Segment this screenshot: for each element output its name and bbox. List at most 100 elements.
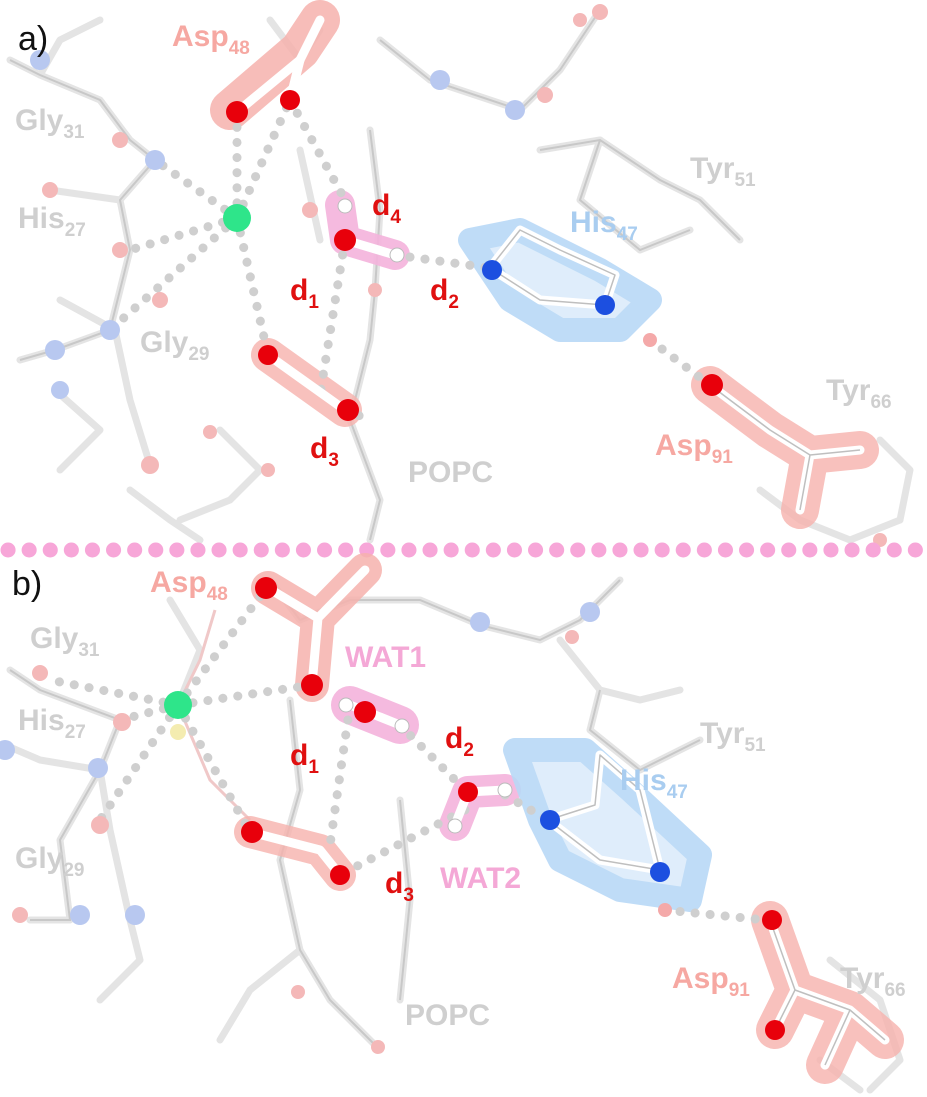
oxygen-atom-faint: [658, 903, 672, 917]
oxygen-atom-faint: [565, 630, 579, 644]
label-tyr51: Tyr51: [690, 152, 756, 191]
label-gly31: Gly31: [30, 622, 100, 661]
oxygen-atom: [458, 782, 478, 802]
oxygen-atom-faint: [12, 907, 28, 923]
nitrogen-atom-faint: [51, 381, 69, 399]
nitrogen-atom-faint: [505, 100, 525, 120]
distance-label-d1: d1: [290, 739, 319, 778]
oxygen-atom-faint: [371, 1040, 385, 1054]
oxygen-atom: [765, 1020, 785, 1040]
label-popc: POPC: [408, 456, 493, 489]
oxygen-atom-faint: [203, 425, 217, 439]
label-asp48: Asp48: [172, 20, 250, 59]
label-popc: POPC: [405, 999, 490, 1032]
panel-a: a) Asp48 Gly31 His27 Gly29 Tyr51 His47 T…: [6, 0, 914, 547]
hydrogen-atom: [389, 247, 405, 263]
nitrogen-atom: [482, 260, 502, 280]
oxygen-atom: [701, 374, 723, 396]
label-gly31: Gly31: [15, 104, 85, 143]
distance-label-d2: d2: [445, 722, 474, 761]
nitrogen-atom-faint: [30, 50, 50, 70]
oxygen-atom: [337, 399, 359, 421]
oxygen-atom-faint: [141, 456, 159, 474]
label-his27: His27: [18, 704, 86, 743]
panel-a-sticks-outline: [489, 229, 861, 511]
zinc-ion: [164, 691, 192, 719]
nitrogen-atom-faint: [145, 150, 165, 170]
label-his27: His27: [18, 202, 86, 241]
nitrogen-atom-faint: [100, 320, 120, 340]
oxygen-atom-faint: [91, 816, 109, 834]
oxygen-atom-faint: [112, 132, 128, 148]
nitrogen-atom-faint: [470, 612, 490, 632]
oxygen-atom: [301, 674, 323, 696]
panel-a-tag: a): [18, 20, 48, 58]
nitrogen-atom-faint: [580, 602, 600, 622]
oxygen-atom-faint: [112, 242, 128, 258]
oxygen-atom-faint: [291, 985, 305, 999]
nitrogen-atom-faint: [430, 70, 450, 90]
nitrogen-atom-faint: [125, 905, 145, 925]
sulfur-atom-faint: [170, 724, 186, 740]
nitrogen-atom-faint: [45, 340, 65, 360]
oxygen-atom: [241, 821, 263, 843]
label-tyr66: Tyr66: [840, 962, 906, 1001]
oxygen-atom-faint: [302, 202, 318, 218]
oxygen-atom: [280, 90, 300, 110]
oxygen-atom-faint: [32, 665, 48, 681]
panel-b-sticks-outline: [547, 754, 886, 1066]
oxygen-atom-faint: [42, 182, 58, 198]
distance-label-d3: d3: [310, 432, 339, 471]
label-gly29: Gly29: [15, 842, 85, 881]
oxygen-atom-faint: [592, 4, 608, 20]
oxygen-atom: [643, 333, 657, 347]
label-wat2: WAT2: [440, 862, 521, 895]
oxygen-atom-faint: [113, 713, 131, 731]
nitrogen-atom: [595, 295, 615, 315]
oxygen-atom: [258, 345, 278, 365]
oxygen-atom: [354, 701, 376, 723]
hydrogen-atom: [337, 198, 353, 214]
zinc-ion: [223, 204, 251, 232]
oxygen-atom-faint: [537, 87, 553, 103]
label-asp48: Asp48: [150, 566, 228, 605]
panel-b: b) Asp48 Gly31 His27 Gly29 Tyr51 His47 A…: [0, 553, 906, 1094]
label-his47: His47: [620, 764, 688, 803]
oxygen-atom-faint: [261, 463, 275, 477]
oxygen-atom: [330, 865, 350, 885]
label-asp91: Asp91: [655, 429, 733, 468]
distance-label-d2: d2: [430, 274, 459, 313]
oxygen-atom-faint: [573, 13, 587, 27]
panel-a-atoms: [30, 4, 887, 547]
nitrogen-atom-faint: [88, 758, 108, 778]
hydrogen-atom: [338, 697, 354, 713]
oxygen-atom: [255, 577, 277, 599]
oxygen-atom-faint: [368, 283, 382, 297]
nitrogen-atom-faint: [0, 740, 15, 760]
nitrogen-atom: [650, 862, 670, 882]
label-his47: His47: [570, 206, 638, 245]
panel-b-tag: b): [12, 565, 42, 603]
oxygen-atom: [226, 101, 248, 123]
panel-b-thin-bonds: [176, 609, 252, 822]
nitrogen-atom-faint: [70, 905, 90, 925]
distance-label-d1: d1: [290, 274, 319, 313]
panel-b-atoms: [0, 577, 785, 1054]
label-asp91: Asp91: [672, 962, 750, 1001]
label-wat1: WAT1: [345, 641, 426, 674]
oxygen-atom-faint: [152, 292, 168, 308]
label-gly29: Gly29: [140, 326, 210, 365]
panel-b-hbond-lines: [45, 585, 770, 925]
nitrogen-atom: [540, 810, 560, 830]
label-tyr51: Tyr51: [700, 717, 766, 756]
distance-label-d4: d4: [372, 189, 401, 228]
distance-label-d3: d3: [385, 867, 414, 906]
hydrogen-atom: [447, 818, 463, 834]
oxygen-atom: [762, 910, 782, 930]
hydrogen-atom: [394, 718, 410, 734]
hydrogen-atom: [497, 782, 513, 798]
panel-a-hbond-lines: [105, 95, 715, 425]
asp48-highlight: [210, 0, 340, 130]
label-tyr66: Tyr66: [826, 374, 892, 413]
